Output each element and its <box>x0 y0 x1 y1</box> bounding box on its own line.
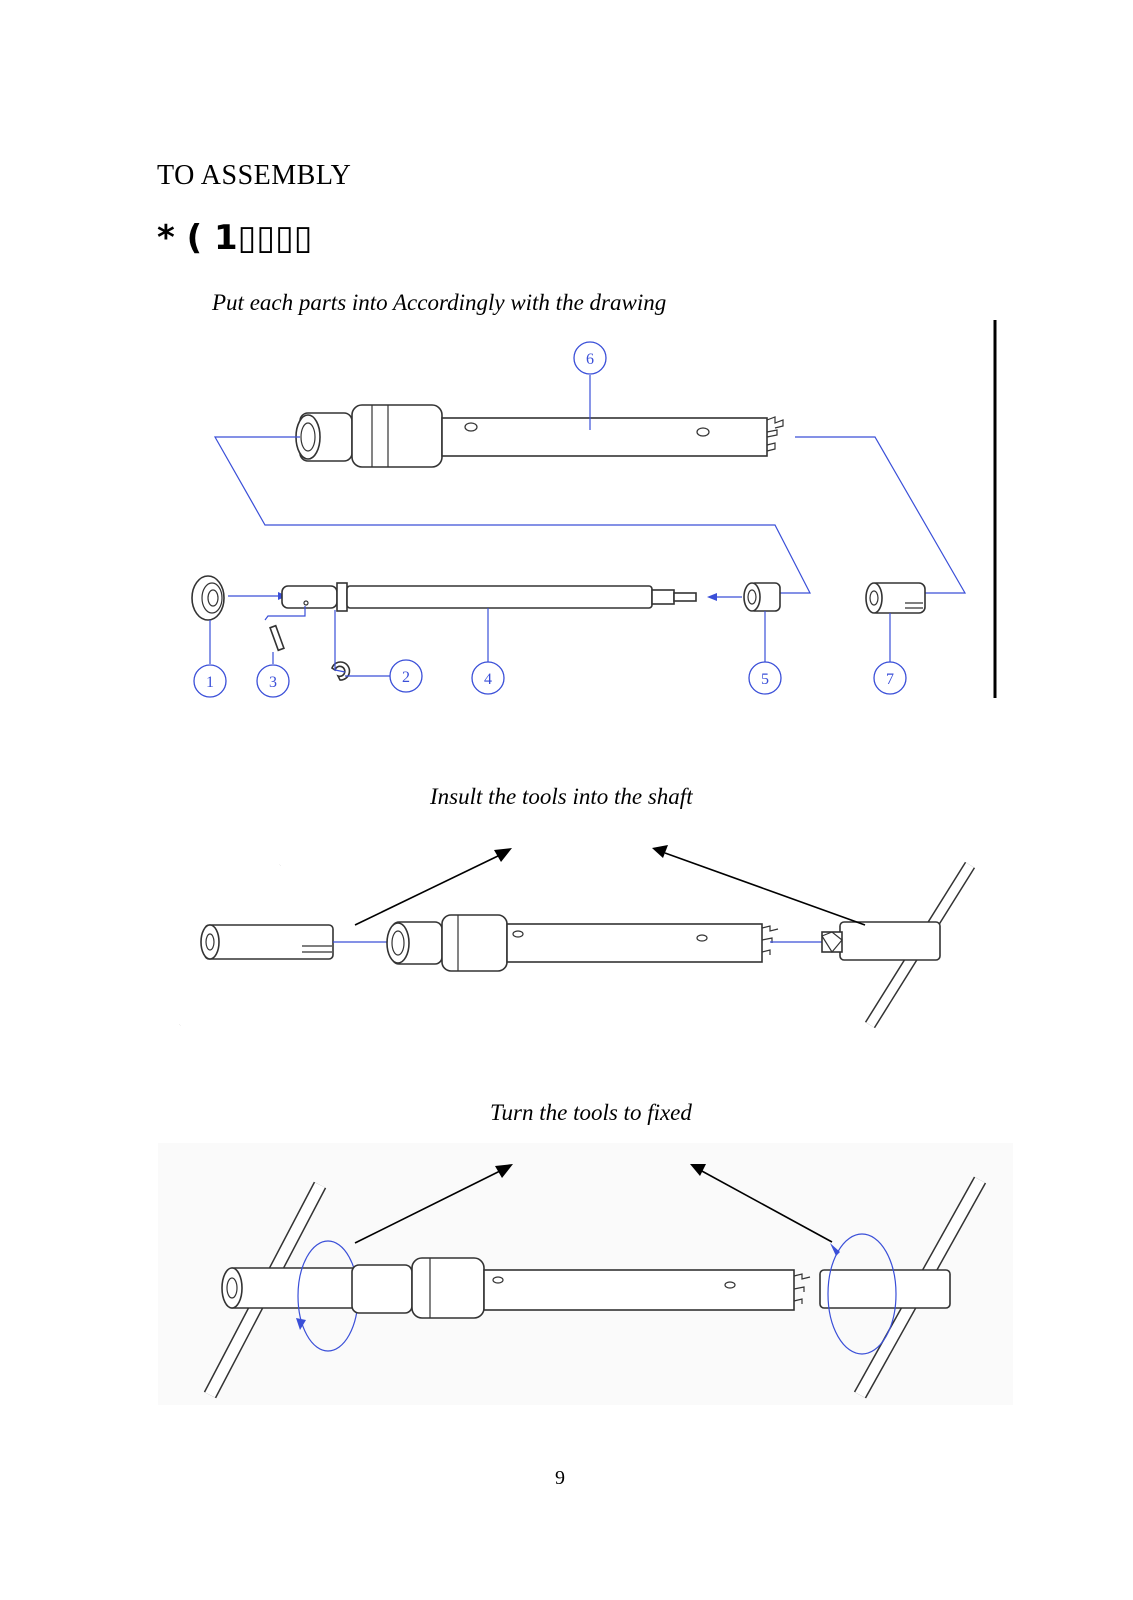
part-callout-7: 7 <box>873 661 907 695</box>
part-callout-2: 2 <box>389 659 423 693</box>
shaft-drawing-step-2 <box>386 914 779 972</box>
part-number-3: 3 <box>269 674 277 691</box>
insert-tools-figure <box>176 845 976 1029</box>
turn-tools-figure <box>158 1143 1013 1405</box>
part-number-5: 5 <box>761 671 769 688</box>
caption-step-3: Turn the tools to fixed <box>490 1100 692 1125</box>
part-7-socket-drawing <box>865 582 926 614</box>
right-t-handle-drawing-step-3 <box>819 1176 987 1399</box>
part-number-6: 6 <box>586 351 594 368</box>
caption-step-1: Put each parts into Accordingly with the… <box>212 290 667 315</box>
right-t-handle-drawing <box>821 861 976 1029</box>
part-callout-6: 6 <box>573 341 607 375</box>
part-3-pin-drawing <box>269 624 285 652</box>
section-heading: TO ASSEMBLY <box>157 160 352 191</box>
part-number-2: 2 <box>402 669 410 686</box>
part-5-bushing-drawing <box>743 582 781 612</box>
part-number-4: 4 <box>484 671 492 688</box>
section-subheading: * ( 1▯▯▯▯ <box>157 218 313 258</box>
exploded-view-figure: 6 1 3 2 4 5 7 <box>191 341 967 698</box>
part-callout-3: 3 <box>256 664 290 698</box>
part-callout-1: 1 <box>193 664 227 698</box>
part-number-7: 7 <box>886 671 894 688</box>
caption-step-2: Insult the tools into the shaft <box>430 784 693 809</box>
left-t-handle-drawing-step-3 <box>203 1181 359 1399</box>
left-t-handle-drawing <box>176 862 334 1028</box>
part-4-rod-drawing <box>281 582 697 612</box>
part-callout-4: 4 <box>471 661 505 695</box>
part-6-shaft-drawing <box>295 404 784 468</box>
part-1-bearing-drawing <box>191 575 225 621</box>
part-number-1: 1 <box>206 674 214 691</box>
part-callout-5: 5 <box>748 661 782 695</box>
page-number: 9 <box>555 1467 565 1489</box>
shaft-drawing-step-3 <box>351 1257 811 1319</box>
